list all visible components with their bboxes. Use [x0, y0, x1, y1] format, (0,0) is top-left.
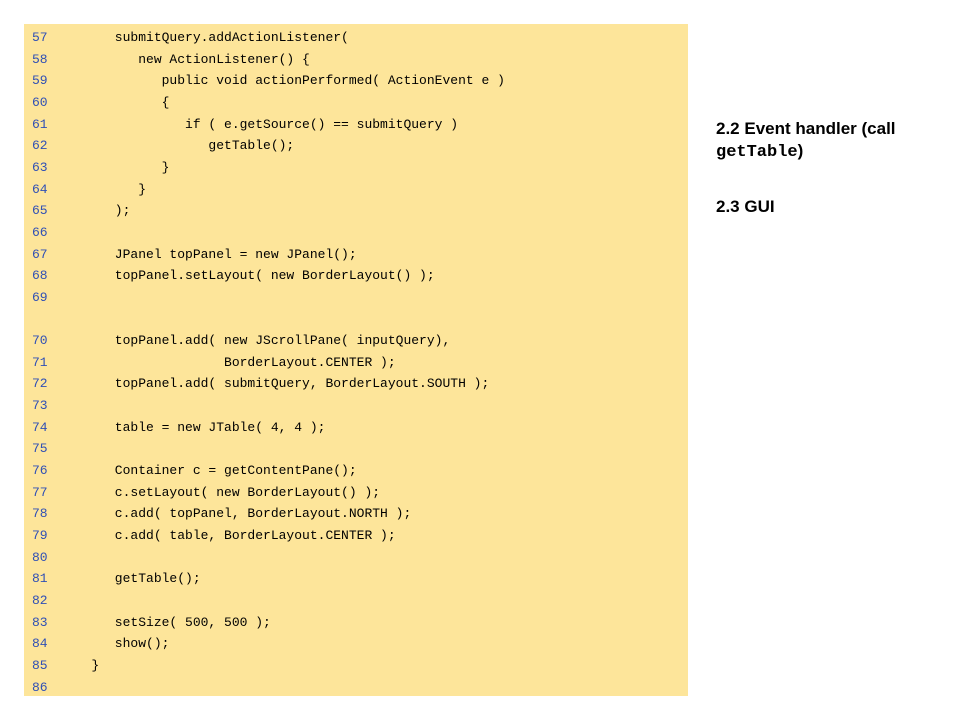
- line-number: 75: [32, 441, 48, 456]
- line-number: 77: [32, 485, 48, 500]
- line-number: 82: [32, 593, 48, 608]
- line-number: 69: [32, 290, 48, 305]
- line-number: 84: [32, 636, 48, 651]
- line-number: 73: [32, 398, 48, 413]
- line-number: 66: [32, 225, 48, 240]
- line-number: 70: [32, 333, 48, 348]
- code-text: c.setLayout( new BorderLayout() );: [68, 485, 381, 500]
- code-listing-panel: 57 submitQuery.addActionListener( 58 new…: [24, 24, 688, 696]
- note-event-handler-suffix: ): [797, 141, 804, 160]
- line-number: 74: [32, 420, 48, 435]
- code-text: submitQuery.addActionListener(: [68, 30, 349, 45]
- line-number: 79: [32, 528, 48, 543]
- line-number: 80: [32, 550, 48, 565]
- code-text: }: [68, 160, 170, 175]
- note-event-handler-code: getTable: [716, 143, 798, 162]
- note-event-handler-text: 2.2 Event handler (call: [716, 119, 896, 138]
- line-number: 62: [32, 138, 48, 153]
- code-text: }: [68, 658, 100, 673]
- code-text: topPanel.add( submitQuery, BorderLayout.…: [68, 376, 490, 391]
- code-text: getTable();: [68, 571, 201, 586]
- note-event-handler: 2.2 Event handler (call getTable): [716, 118, 952, 164]
- code-text: }: [68, 182, 147, 197]
- line-number: 68: [32, 268, 48, 283]
- code-text: public void actionPerformed( ActionEvent…: [68, 73, 505, 88]
- line-number: 57: [32, 30, 48, 45]
- line-number: 71: [32, 355, 48, 370]
- code-text: c.add( topPanel, BorderLayout.NORTH );: [68, 506, 412, 521]
- code-text: getTable();: [68, 138, 295, 153]
- code-text: {: [68, 95, 170, 110]
- line-number: 85: [32, 658, 48, 673]
- line-number: 60: [32, 95, 48, 110]
- code-text: c.add( table, BorderLayout.CENTER );: [68, 528, 396, 543]
- code-text: if ( e.getSource() == submitQuery ): [68, 117, 459, 132]
- code-text: );: [68, 203, 131, 218]
- code-text: new ActionListener() {: [68, 52, 310, 67]
- line-number: 86: [32, 680, 48, 695]
- note-gui: 2.3 GUI: [716, 197, 775, 216]
- line-number: 61: [32, 117, 48, 132]
- line-number: 65: [32, 203, 48, 218]
- outline-notes: 2.2 Event handler (call getTable) 2.3 GU…: [716, 118, 952, 250]
- line-number: 59: [32, 73, 48, 88]
- line-number: 67: [32, 247, 48, 262]
- code-text: show();: [68, 636, 170, 651]
- code-text: topPanel.add( new JScrollPane( inputQuer…: [68, 333, 451, 348]
- line-number: 64: [32, 182, 48, 197]
- line-number: 83: [32, 615, 48, 630]
- code-text: topPanel.setLayout( new BorderLayout() )…: [68, 268, 435, 283]
- line-number: 63: [32, 160, 48, 175]
- code-text: BorderLayout.CENTER );: [68, 355, 396, 370]
- code-text: JPanel topPanel = new JPanel();: [68, 247, 357, 262]
- code-text: Container c = getContentPane();: [68, 463, 357, 478]
- code-text: setSize( 500, 500 );: [68, 615, 271, 630]
- line-number: 58: [32, 52, 48, 67]
- line-number: 72: [32, 376, 48, 391]
- line-number: 81: [32, 571, 48, 586]
- code-text: table = new JTable( 4, 4 );: [68, 420, 326, 435]
- line-number: 78: [32, 506, 48, 521]
- line-number: 76: [32, 463, 48, 478]
